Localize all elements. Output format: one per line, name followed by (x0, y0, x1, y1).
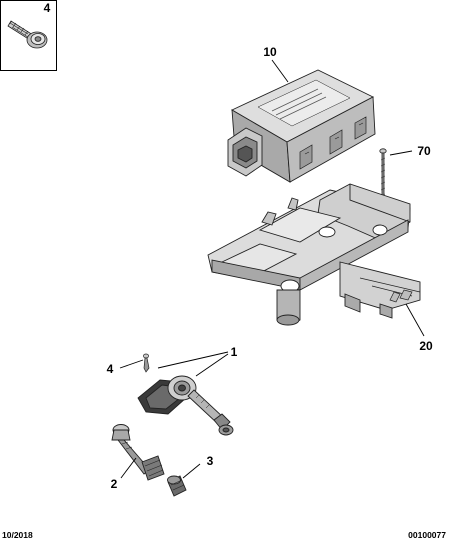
callout-4-lower: 4 (107, 362, 114, 376)
module-part (227, 69, 376, 183)
leader-2 (120, 457, 137, 479)
valve-part (111, 424, 165, 481)
small-screw-part (143, 353, 150, 373)
bracket-part (207, 183, 421, 326)
callout-1: 1 (231, 345, 238, 359)
callout-2: 2 (111, 477, 118, 491)
callout-3: 3 (207, 454, 214, 468)
sensor-part (137, 375, 234, 436)
cap-part (167, 475, 187, 497)
leader-3 (182, 463, 201, 479)
leader-10 (271, 59, 289, 83)
leader-1b (195, 353, 229, 377)
callout-4-top: 4 (44, 1, 51, 15)
leader-4-lower (119, 359, 144, 369)
screw-part (7, 20, 48, 49)
callout-70: 70 (417, 144, 431, 158)
callout-10: 10 (263, 45, 277, 59)
leader-20 (405, 303, 425, 337)
footer-code: 00100077 (408, 530, 446, 540)
leader-70 (389, 150, 413, 156)
footer-date: 10/2018 (2, 530, 33, 540)
leader-1a (157, 351, 229, 369)
callout-20: 20 (419, 339, 433, 353)
